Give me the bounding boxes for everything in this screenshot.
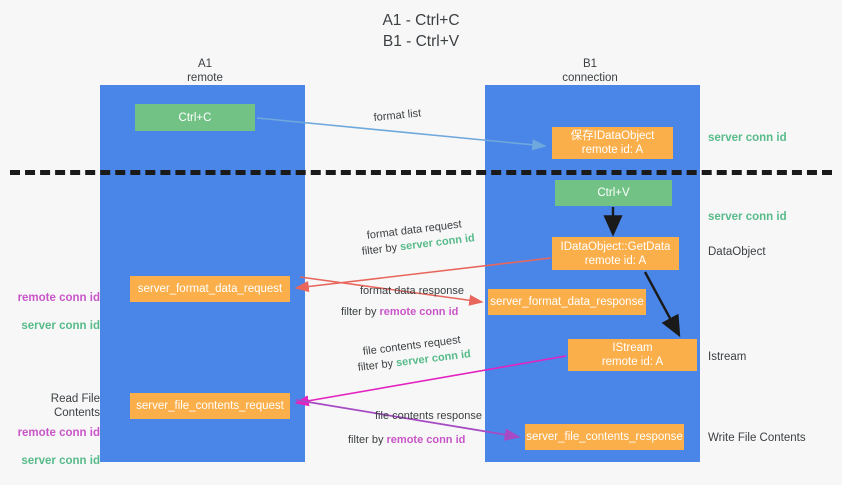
phase-divider xyxy=(10,170,832,175)
label-format-data-response: format data response xyxy=(360,285,464,297)
filter-prefix: filter by xyxy=(357,357,397,374)
box-server-format-data-response[interactable]: server_format_data_response xyxy=(488,289,646,315)
label-file-contents-response: file contents response xyxy=(375,410,483,422)
filter-prefix: filter by xyxy=(341,306,380,318)
box-server-file-contents-response[interactable]: server_file_contents_response xyxy=(525,424,684,450)
label-format-data-response-filter: filter by remote conn id xyxy=(341,305,458,320)
label-read-file-contents: Read File Contents xyxy=(50,393,100,419)
filter-value-remote-conn-id: remote conn id xyxy=(386,434,466,446)
page-title: A1 - Ctrl+C B1 - Ctrl+V xyxy=(382,12,460,50)
box-idataobject[interactable]: 保存IDataObject remote id: A xyxy=(552,127,673,159)
label-server-conn-id-2: server conn id xyxy=(21,455,100,467)
label-file-contents-response-filter: filter by remote conn id xyxy=(348,433,465,448)
label-remote-conn-id-1: remote conn id xyxy=(17,292,100,304)
label-istream: Istream xyxy=(708,351,747,363)
box-ctrl-v[interactable]: Ctrl+V xyxy=(555,180,672,206)
label-format-list: format list xyxy=(373,107,422,124)
label-remote-conn-id-2: remote conn id xyxy=(17,427,100,439)
lane-header-a1: A1 remote xyxy=(187,58,223,84)
filter-value-remote-conn-id: remote conn id xyxy=(379,306,459,318)
box-istream[interactable]: IStream remote id: A xyxy=(568,339,697,371)
label-dataobject: DataObject xyxy=(708,246,766,258)
box-server-format-data-request[interactable]: server_format_data_request xyxy=(130,276,290,302)
box-ctrl-c[interactable]: Ctrl+C xyxy=(135,104,255,131)
label-server-conn-id-mid: server conn id xyxy=(708,211,787,223)
filter-prefix: filter by xyxy=(348,434,387,446)
label-write-file-contents: Write File Contents xyxy=(708,432,806,444)
label-conn-ids-format: remote conn id server conn id xyxy=(8,277,100,347)
filter-prefix: filter by xyxy=(361,241,401,258)
label-server-conn-id-top: server conn id xyxy=(708,132,787,144)
box-idataobject-getdata[interactable]: IDataObject::GetData remote id: A xyxy=(552,237,679,270)
label-conn-ids-file: remote conn id server conn id xyxy=(8,412,100,482)
box-server-file-contents-request[interactable]: server_file_contents_request xyxy=(130,393,290,419)
label-server-conn-id-1: server conn id xyxy=(21,320,100,332)
lane-header-b1: B1 connection xyxy=(562,58,618,84)
